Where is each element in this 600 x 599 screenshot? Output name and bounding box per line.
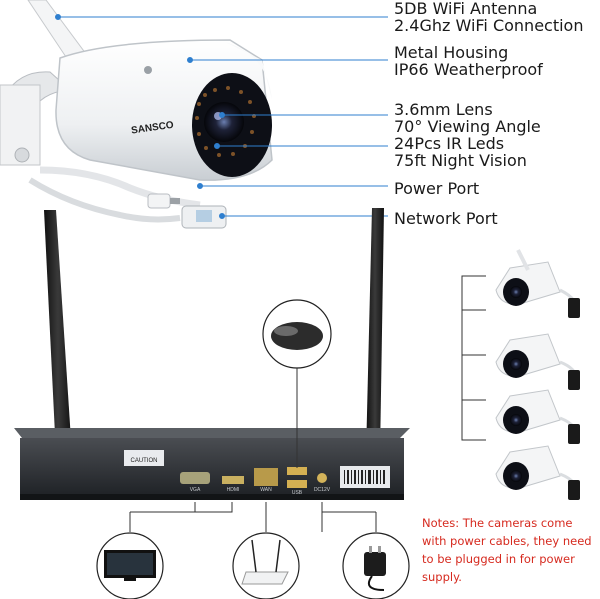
power-adapter-icon — [342, 532, 410, 599]
callout-network-port: Network Port — [394, 210, 498, 227]
port-label-usb: USB — [292, 490, 303, 496]
port-label-wan: WAN — [260, 487, 272, 493]
power-supply-note: Notes: The cameras come with power cable… — [422, 516, 592, 584]
callout-ir-line-2: 75ft Night Vision — [394, 151, 527, 170]
callout-ir: 24Pcs IR Leds 75ft Night Vision — [394, 135, 527, 169]
nvr-antenna-icon — [44, 208, 384, 455]
callout-housing-line-1: Metal Housing — [394, 43, 509, 62]
callout-power-port: Power Port — [394, 180, 479, 197]
main-camera-icon: SANSCO — [0, 0, 273, 229]
callout-housing: Metal Housing IP66 Weatherproof — [394, 44, 543, 78]
port-label-dc: DC12V — [314, 487, 331, 493]
callout-antenna: 5DB WiFi Antenna 2.4Ghz WiFi Connection — [394, 0, 583, 34]
callout-lens-line-2: 70° Viewing Angle — [394, 117, 541, 136]
port-label-hdmi: HDMI — [227, 487, 240, 493]
callout-lens: 3.6mm Lens 70° Viewing Angle — [394, 101, 541, 135]
callout-lens-line-1: 3.6mm Lens — [394, 100, 493, 119]
port-connector-lines — [129, 502, 377, 532]
camera-icon-1 — [495, 249, 580, 318]
camera-group-icon — [461, 275, 486, 441]
callout-antenna-line-1: 5DB WiFi Antenna — [394, 0, 538, 18]
camera-icon-2 — [495, 333, 580, 390]
camera-icon-3 — [495, 389, 580, 444]
callout-power-port-line-1: Power Port — [394, 179, 480, 198]
callout-antenna-line-2: 2.4Ghz WiFi Connection — [394, 16, 584, 35]
nvr-icon: CAUTION VGA HDMI WAN USB DC12V — [14, 428, 410, 500]
camera-icon-4 — [495, 445, 580, 500]
callout-housing-line-2: IP66 Weatherproof — [394, 60, 543, 79]
monitor-icon — [96, 532, 164, 599]
callout-ir-line-1: 24Pcs IR Leds — [394, 134, 505, 153]
callout-lines — [55, 14, 388, 219]
port-label-vga: VGA — [190, 487, 201, 493]
mouse-icon — [262, 299, 332, 468]
router-icon — [232, 532, 300, 599]
caution-label: CAUTION — [131, 458, 158, 464]
callout-network-port-line-1: Network Port — [394, 209, 498, 228]
